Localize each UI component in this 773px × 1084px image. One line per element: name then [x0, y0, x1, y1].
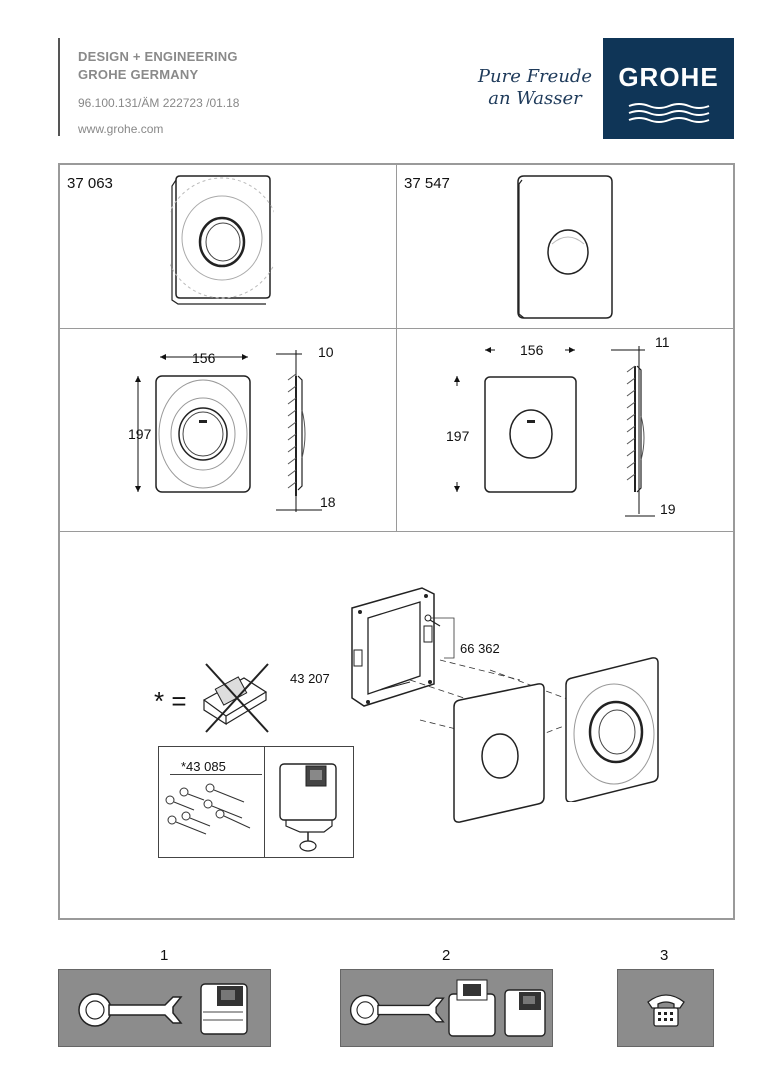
- cistern-install-icon: [448, 979, 496, 1037]
- product-code-right: 37 547: [404, 175, 450, 192]
- header-rule: [58, 38, 60, 136]
- width-label-right: 156: [520, 342, 544, 358]
- kit-underline: [170, 774, 262, 775]
- slogan: Pure Freude an Wasser: [470, 66, 600, 110]
- depth-top-label-right: 11: [655, 334, 670, 350]
- step-3-panel: [617, 969, 714, 1047]
- dimension-drawing-left: [135, 350, 322, 512]
- screw-part-number: 66 362: [460, 641, 500, 656]
- frame-part-number: 43 207: [290, 671, 330, 686]
- product-code-left: 37 063: [67, 175, 113, 192]
- height-label-right: 197: [446, 428, 470, 444]
- water-waves-icon: [628, 103, 710, 123]
- cistern-icon: [279, 763, 337, 852]
- depth-bottom-label-right: 19: [660, 501, 676, 517]
- kit-box: [158, 746, 354, 858]
- step-1-panel: [58, 969, 271, 1047]
- column-divider: [396, 164, 397, 531]
- doc-number: 96.100.131/ÄM 222723 /01.18: [78, 96, 240, 110]
- step-1-number: 1: [160, 947, 169, 964]
- assembly-plate-square: [453, 683, 545, 823]
- row-divider-2: [59, 531, 734, 532]
- depth-bottom-label-left: 18: [320, 494, 336, 510]
- kit-box-divider: [264, 746, 265, 858]
- step-2-panel: [340, 969, 553, 1047]
- website-link[interactable]: www.grohe.com: [78, 122, 164, 136]
- screws-and-plugs-icon: [165, 783, 251, 835]
- height-label-left: 197: [128, 426, 152, 442]
- step-2-number: 2: [442, 947, 451, 964]
- assembly-plate-round: [565, 657, 659, 802]
- kit-code: *43 085: [181, 759, 226, 774]
- width-label-left: 156: [192, 350, 216, 366]
- depth-top-label-left: 10: [318, 344, 334, 360]
- grohe-logo: GROHE: [603, 38, 734, 139]
- leader-lines: [430, 617, 455, 659]
- excluded-kit-icon: [202, 663, 269, 733]
- dimension-drawing-right: [454, 346, 655, 517]
- flush-plate-square-image: [517, 175, 613, 319]
- flush-plate-round-image: [170, 175, 274, 305]
- cistern-install-icon: [504, 989, 546, 1037]
- cistern-install-icon: [200, 983, 248, 1035]
- telephone-icon: [647, 994, 685, 1027]
- slogan-line1: Pure Freude: [477, 66, 593, 87]
- optional-symbol: * =: [154, 686, 187, 716]
- slogan-line2: an Wasser: [488, 88, 582, 109]
- logo-text: GROHE: [618, 62, 719, 92]
- wrench-icon: [349, 994, 445, 1026]
- mounting-frame-image: [351, 587, 435, 707]
- header-line2: GROHE GERMANY: [78, 67, 199, 82]
- step-3-number: 3: [660, 947, 669, 964]
- header-line1: DESIGN + ENGINEERING: [78, 49, 238, 64]
- wrench-icon: [78, 993, 183, 1027]
